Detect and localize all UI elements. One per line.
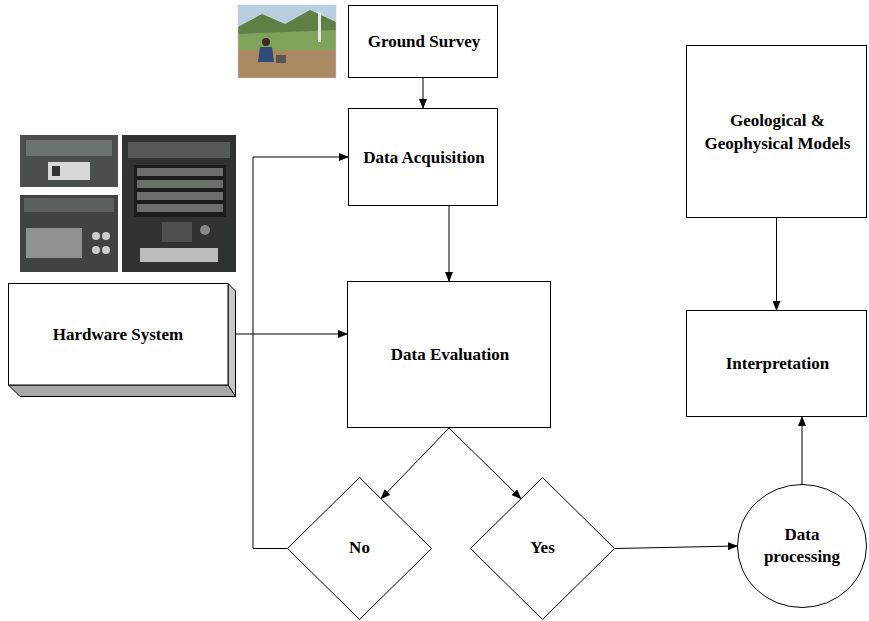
hardware-photos xyxy=(20,135,236,272)
text-area: Data processing xyxy=(755,504,849,588)
decision-diamond: No xyxy=(287,477,432,620)
text-area: Geological & Geophysical Models xyxy=(695,52,860,213)
text-area: Data Acquisition xyxy=(357,115,491,201)
flow-arrow xyxy=(228,334,347,335)
process-ellipse: Data processing xyxy=(737,484,867,608)
hardware-box: Hardware System xyxy=(8,283,236,397)
flow-arrow xyxy=(802,417,803,484)
flow-arrow xyxy=(449,428,521,498)
text-area: Ground Survey xyxy=(357,12,491,73)
node-label: No xyxy=(349,537,370,559)
process-box: Ground Survey xyxy=(348,5,498,78)
node-label: Geological & Geophysical Models xyxy=(695,110,860,154)
model-box: Geological & Geophysical Models xyxy=(686,45,867,218)
decision-diamond: Yes xyxy=(470,477,615,620)
node-label: Ground Survey xyxy=(368,31,481,53)
text-area: Yes xyxy=(506,520,579,577)
flow-arrow xyxy=(449,206,450,281)
flow-arrow xyxy=(253,157,348,549)
text-area: Hardware System xyxy=(16,289,220,381)
text-area: Interpretation xyxy=(695,317,860,412)
node-label: Data processing xyxy=(755,524,849,568)
node-label: Hardware System xyxy=(53,324,183,346)
node-label: Data Evaluation xyxy=(391,344,510,366)
ellipse-outline xyxy=(737,484,867,608)
process-box: Interpretation xyxy=(686,310,867,417)
process-box: Data Evaluation xyxy=(347,281,551,428)
flow-arrow xyxy=(423,78,424,108)
field-photo xyxy=(238,5,336,78)
text-area: Data Evaluation xyxy=(356,288,544,423)
node-label: Data Acquisition xyxy=(363,147,484,169)
text-area: No xyxy=(323,520,396,577)
flow-arrow xyxy=(615,546,737,549)
flow-arrow xyxy=(381,428,449,498)
process-box: Data Acquisition xyxy=(348,108,498,206)
node-label: Yes xyxy=(530,537,555,559)
node-label: Interpretation xyxy=(726,353,830,375)
flow-arrow xyxy=(776,218,777,310)
